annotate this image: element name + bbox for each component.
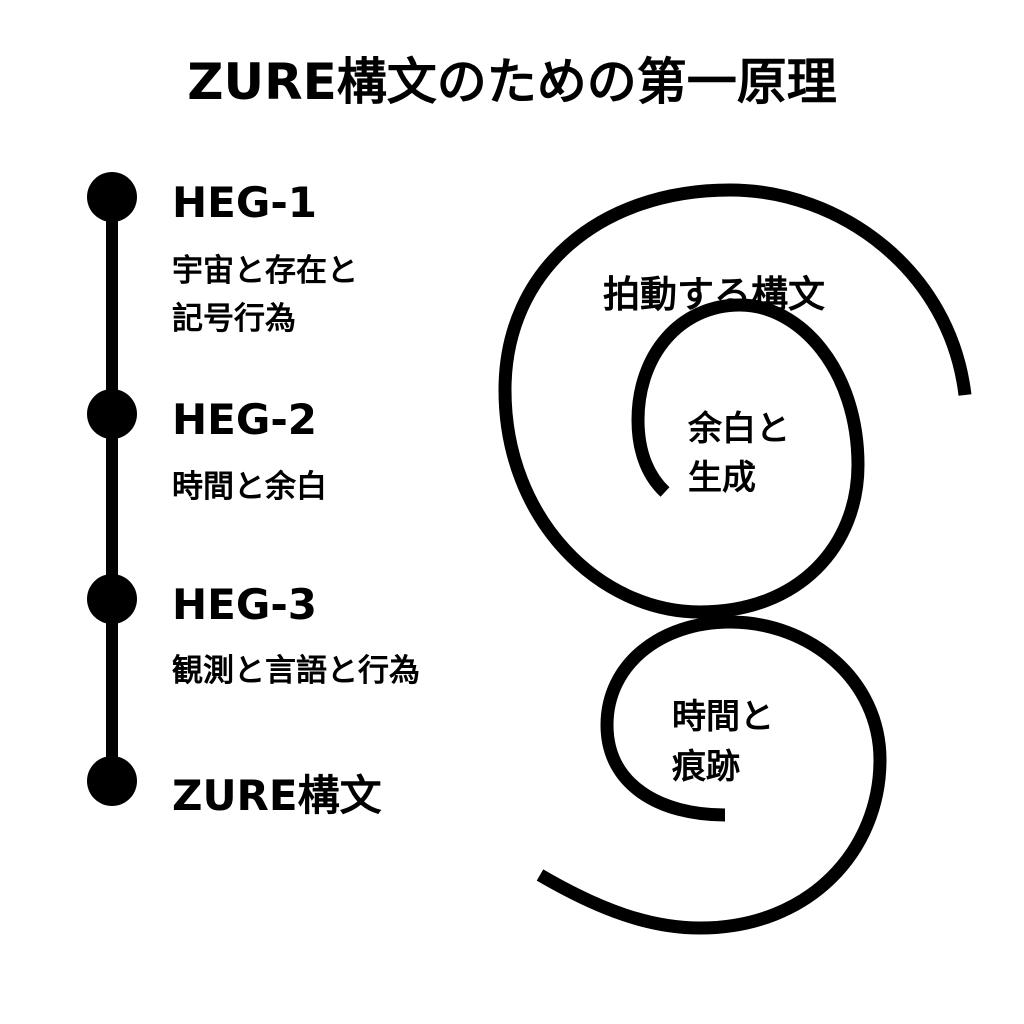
timeline-desc-heg-2: 時間と余白 (172, 469, 327, 505)
timeline-desc-heg-3: 観測と言語と行為 (172, 653, 420, 689)
timeline-heading-zure: ZURE構文 (172, 771, 382, 820)
spiral-label-inner-top-line-1: 余白と (688, 409, 790, 449)
page-title: ZURE構文のための第一原理 (187, 53, 837, 111)
spiral-label-outer-top: 拍動する構文 (603, 273, 825, 316)
timeline-desc-heg-1-line-1: 宇宙と存在と (172, 253, 358, 289)
spiral-label-inner-bottom-line-2: 痕跡 (672, 747, 740, 787)
timeline-node-1 (87, 172, 137, 222)
timeline-node-4 (87, 756, 137, 806)
timeline-node-2 (87, 389, 137, 439)
lower-spiral (536, 615, 887, 935)
spiral-label-inner-bottom-line-1: 時間と (672, 697, 774, 737)
timeline-node-3 (87, 574, 137, 624)
spiral-label-inner-top-line-2: 生成 (688, 458, 756, 498)
timeline-heading-heg-3: HEG-3 (172, 580, 317, 629)
timeline-desc-heg-1-line-2: 記号行為 (172, 301, 296, 337)
timeline-heading-heg-2: HEG-2 (172, 395, 317, 444)
timeline-heading-heg-1: HEG-1 (172, 178, 317, 227)
upper-spiral (498, 183, 972, 619)
